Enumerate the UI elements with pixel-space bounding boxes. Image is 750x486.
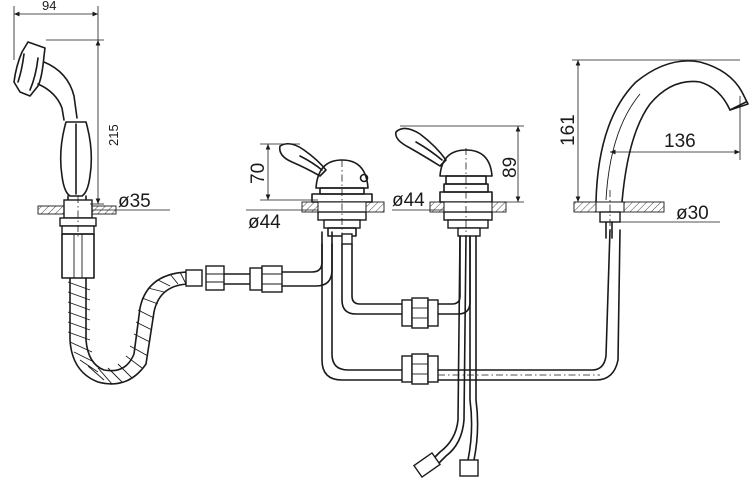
spiral-hose <box>67 271 197 385</box>
dim-label-70: 70 <box>248 163 269 184</box>
dim-label-dia44-left: ø44 <box>248 212 281 233</box>
hand-shower-base <box>37 199 117 279</box>
dim-label-94: 94 <box>42 0 56 13</box>
right-valve <box>394 127 507 479</box>
spout <box>573 60 749 239</box>
dim-label-dia44-right: ø44 <box>392 190 425 211</box>
left-valve <box>278 142 403 381</box>
dim-label-215: 215 <box>106 124 121 146</box>
dimension-labels: 94 215 ø35 70 ø44 89 ø44 161 136 ø30 <box>42 0 709 233</box>
center-lines <box>77 148 611 376</box>
hose-connector-1 <box>185 265 251 291</box>
dim-label-dia35: ø35 <box>118 191 151 212</box>
dimension-lines <box>13 6 741 223</box>
dim-label-161: 161 <box>558 114 579 146</box>
hose-connector-2 <box>249 231 333 293</box>
bridge-connector-upper <box>401 233 471 329</box>
bridge-connector-lower <box>401 229 621 385</box>
hand-shower <box>13 41 93 207</box>
dim-label-dia30: ø30 <box>676 203 709 224</box>
dim-label-136: 136 <box>664 131 696 152</box>
dim-label-89: 89 <box>500 157 521 178</box>
